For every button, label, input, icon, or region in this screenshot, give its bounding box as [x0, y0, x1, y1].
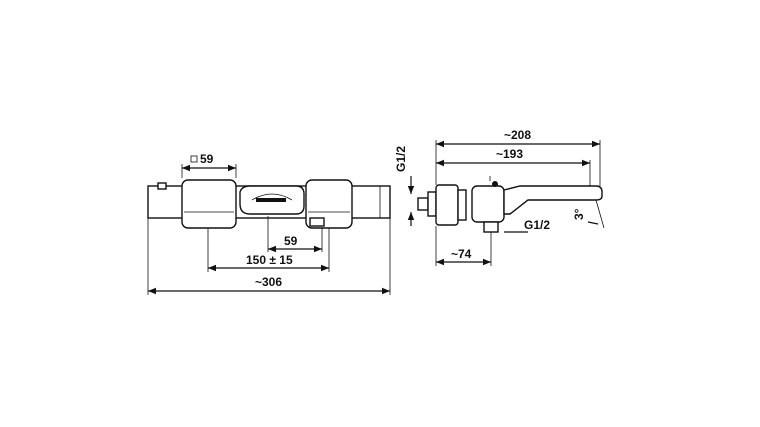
mixer-flange: [457, 189, 467, 221]
left-handle: [181, 179, 237, 229]
side-view: G1/2 ~208 ~193 G1/2 ~74: [394, 128, 605, 266]
top-dot: [492, 181, 498, 187]
bottom-outlet: [309, 217, 325, 227]
mixer-side-body: [435, 184, 459, 226]
dim-overall-length: ~306: [255, 275, 282, 289]
dim-wall-depth: ~74: [451, 247, 472, 261]
inlet-connector: [427, 191, 437, 217]
left-stop-knob: [157, 182, 167, 190]
dim-spout-length: ~208: [504, 128, 531, 142]
angle-arc: [587, 221, 599, 225]
spout: [503, 185, 603, 215]
side-handle: [471, 185, 505, 223]
inlet-nut: [417, 197, 429, 211]
front-view: 59 59 150 ± 15 ~306: [147, 152, 391, 295]
dim-inlet-thread: G1/2: [394, 146, 408, 172]
dim-outlet-width: 59: [284, 234, 298, 248]
dim-handle-square: 59: [200, 152, 214, 166]
dim-center-distance: 150 ± 15: [246, 253, 293, 267]
outlet-slot: [256, 198, 286, 202]
dim-spout-reach: ~193: [496, 147, 523, 161]
square-symbol-icon: [190, 155, 198, 163]
dim-outlet-thread: G1/2: [524, 218, 550, 232]
dim-spout-angle: 3°: [572, 208, 586, 220]
side-bottom-outlet: [483, 221, 499, 233]
